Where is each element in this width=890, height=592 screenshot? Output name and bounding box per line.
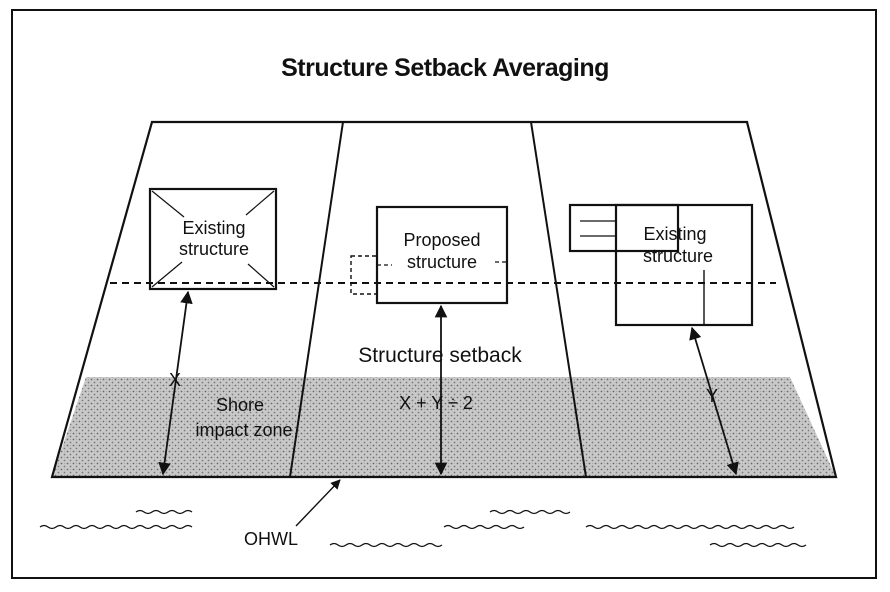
y-label: Y	[706, 386, 718, 406]
center-structure-line1: Proposed	[403, 230, 480, 250]
x-label: X	[169, 370, 181, 390]
wave-2	[39, 524, 193, 530]
left-existing-structure: Existing structure	[148, 187, 278, 291]
wave-7	[709, 542, 807, 548]
wave-6	[329, 542, 443, 548]
right-structure-line1: Existing	[643, 224, 706, 244]
wave-4	[489, 509, 571, 515]
ohwl-leader	[295, 479, 341, 527]
outer-frame	[11, 9, 877, 579]
zone-label-line1: Shore	[216, 395, 264, 415]
wave-1	[135, 509, 193, 515]
lot-line-left	[289, 121, 344, 478]
ohwl-label: OHWL	[244, 529, 298, 549]
x-distance-arrow	[158, 290, 193, 476]
right-existing-structure: Existing structure	[568, 203, 754, 327]
left-structure-line2: structure	[179, 239, 249, 259]
left-structure-line1: Existing	[182, 218, 245, 238]
wave-3	[443, 524, 525, 530]
lot-line-right	[530, 121, 587, 478]
center-structure-line2: structure	[407, 252, 477, 272]
water-waves	[39, 509, 807, 548]
diagram-title: Structure Setback Averaging	[281, 54, 609, 82]
y-distance-arrow	[689, 326, 739, 476]
setback-formula: X + Y ÷ 2	[399, 393, 473, 413]
wave-5	[585, 524, 795, 530]
parcel-outline	[50, 120, 838, 479]
proposed-structure: Proposed structure	[350, 205, 509, 305]
setback-label: Structure setback	[358, 344, 522, 367]
zone-label-line2: impact zone	[195, 420, 292, 440]
right-structure-line2: structure	[643, 246, 713, 266]
